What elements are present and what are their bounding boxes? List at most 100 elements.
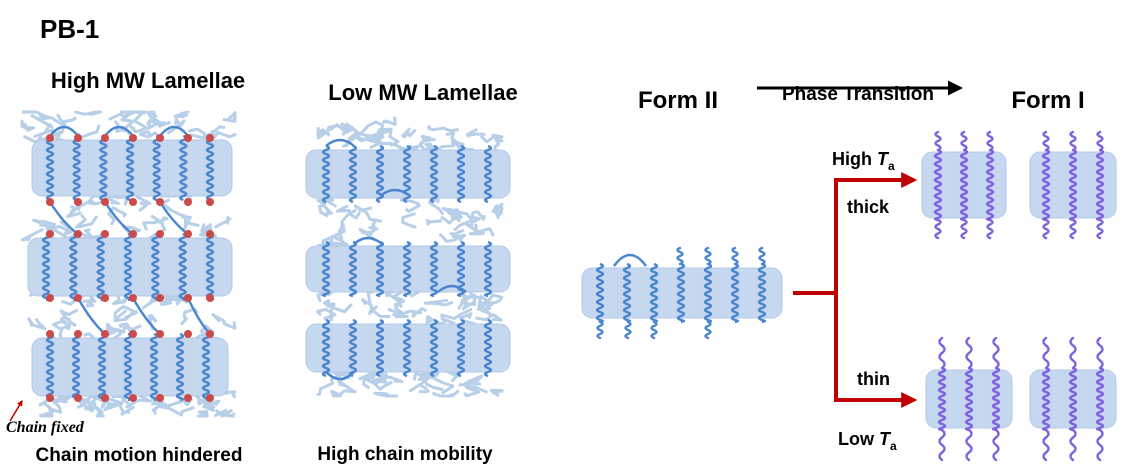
fixed-point <box>46 394 54 402</box>
chain-tail <box>986 130 994 152</box>
crystalline-chain-stem <box>429 318 439 378</box>
crystalline-chain-stem <box>456 144 466 204</box>
form-i-chain-stem <box>937 366 947 432</box>
fixed-point <box>74 230 82 238</box>
chain-tail <box>1096 428 1104 462</box>
amorphous-chain <box>316 378 335 397</box>
crystalline-chain-stem <box>149 332 159 402</box>
low-mw-panel: Low MW Lamellae High chain mobility <box>305 80 518 465</box>
chain-tail <box>992 336 1000 370</box>
form-ii-chain-stem <box>676 262 686 324</box>
amorphous-chain <box>445 131 465 149</box>
form-ii-chain-stem <box>622 262 632 324</box>
amorphous-chain <box>491 133 504 143</box>
chain-tail <box>1096 336 1104 370</box>
form-i-chain-stem <box>933 148 943 222</box>
amorphous-chain <box>316 127 331 137</box>
amorphous-chain <box>458 374 484 387</box>
chain-tail <box>1042 130 1050 152</box>
low-mw-title: Low MW Lamellae <box>328 80 517 105</box>
chain-fixed-arrow <box>9 399 23 422</box>
fixed-point <box>129 294 137 302</box>
chain-tail <box>992 428 1000 462</box>
chain-tail <box>1042 428 1050 462</box>
amorphous-chain <box>337 374 355 393</box>
crystalline-chain-stem <box>179 134 188 202</box>
amorphous-chain <box>104 322 116 334</box>
crystalline-chain-stem <box>72 134 81 202</box>
amorphous-chain <box>330 389 357 398</box>
crystalline-chain-stem <box>175 332 185 402</box>
amorphous-chain <box>113 309 138 323</box>
lower-branch-arrow <box>834 293 918 408</box>
amorphous-chain <box>439 233 466 243</box>
amorphous-chain <box>355 132 385 142</box>
crystalline-chain-stem <box>402 318 412 378</box>
amorphous-chain <box>48 220 73 236</box>
crystalline-chain-stem <box>375 318 385 378</box>
form-i-chain-stem <box>991 366 1001 432</box>
crystalline-chain-stem <box>402 240 412 298</box>
crystalline-chain-stem <box>69 232 78 302</box>
fixed-point <box>206 294 214 302</box>
amorphous-chain <box>401 212 417 229</box>
form-i-chain-stem <box>1068 148 1078 222</box>
amorphous-chain <box>59 308 79 327</box>
amorphous-chain <box>60 319 72 331</box>
amorphous-chain <box>323 299 353 314</box>
fixed-point <box>156 394 164 402</box>
form-i-chain-stem <box>1095 148 1105 222</box>
amorphous-chain <box>440 307 473 325</box>
chain-tail <box>1069 218 1077 240</box>
amorphous-chain <box>32 218 52 228</box>
crystalline-chain-stem <box>483 240 493 298</box>
fixed-point <box>184 230 192 238</box>
amorphous-chain <box>361 298 390 318</box>
chain-tail <box>704 320 712 340</box>
chain-tail <box>934 218 942 240</box>
amorphous-chain <box>214 216 232 229</box>
amorphous-chain <box>427 125 459 133</box>
amorphous-chain <box>489 388 504 398</box>
amorphous-chain <box>475 312 503 322</box>
fixed-point <box>206 134 214 142</box>
amorphous-chain <box>27 317 47 331</box>
amorphous-chain <box>108 110 137 121</box>
high-mw-title: High MW Lamellae <box>51 68 245 93</box>
chain-tail <box>1069 428 1077 462</box>
amorphous-chain <box>181 215 200 232</box>
high-mw-fixed-points <box>46 134 214 402</box>
fixed-point <box>156 330 164 338</box>
amorphous-chain <box>373 391 398 398</box>
fixed-point <box>184 134 192 142</box>
amorphous-chain <box>393 303 423 316</box>
amorphous-chain <box>340 121 365 143</box>
amorphous-chain <box>138 130 162 141</box>
crystalline-chain-stem <box>205 134 215 202</box>
amorphous-chain <box>180 307 199 326</box>
amorphous-chain <box>412 369 442 381</box>
crystalline-chain-stem <box>96 232 105 302</box>
lower-branch-sub: a <box>890 439 897 453</box>
crystalline-chain-stem <box>152 134 161 202</box>
amorphous-chain <box>117 403 135 416</box>
upper-branch-prefix: High <box>832 149 877 169</box>
form-ii-lamella <box>581 246 783 340</box>
crystalline-chain-stem <box>321 240 331 298</box>
amorphous-chain <box>465 127 486 138</box>
fixed-point <box>206 230 214 238</box>
amorphous-chain <box>316 198 338 208</box>
amorphous-chain <box>215 408 235 418</box>
low-mw-lamellae <box>305 144 511 378</box>
low-mw-caption: High chain mobility <box>317 444 493 465</box>
crystalline-chain-stem <box>348 144 358 204</box>
amorphous-chain <box>211 313 237 330</box>
fixed-point <box>156 134 164 142</box>
amorphous-chain <box>449 228 467 239</box>
fixed-point <box>74 134 82 142</box>
crystalline-chain-stem <box>45 332 55 402</box>
amorphous-chain <box>463 385 488 398</box>
amorphous-chain <box>441 206 463 220</box>
lower-branch-prefix: Low <box>838 429 879 449</box>
